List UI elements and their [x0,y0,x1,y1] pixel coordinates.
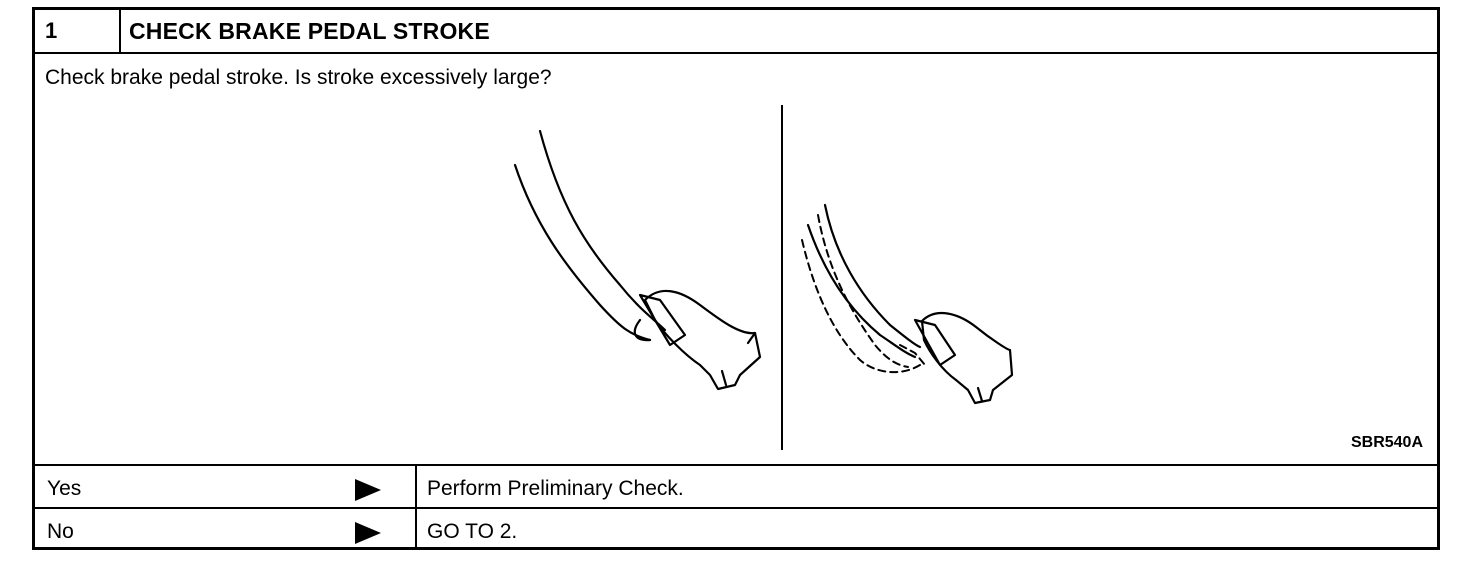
step-question: Check brake pedal stroke. Is stroke exce… [45,66,552,89]
answer-yes-action: Perform Preliminary Check. [427,477,684,500]
brake-pedal-depressed-outline-icon [801,214,926,374]
arrow-right-icon [355,522,381,544]
header-rule [35,52,1437,54]
question-rule [35,464,1437,466]
answer-yes-label: Yes [47,477,82,500]
header-divider [119,10,121,53]
figure-code: SBR540A [1350,434,1423,451]
answer-rule [35,507,1437,509]
brake-pedal-illustration [513,105,1014,450]
step-number: 1 [45,18,58,43]
brake-pedal-normal-icon [513,129,762,391]
answer-no-label: No [47,520,74,543]
answer-no-action: GO TO 2. [427,520,518,543]
diagnostic-step-table: 1 CHECK BRAKE PEDAL STROKE Check brake p… [32,7,1440,550]
arrow-right-icon [355,479,381,501]
brake-pedal-excessive-stroke-icon [806,203,1014,405]
step-title: CHECK BRAKE PEDAL STROKE [129,18,490,44]
